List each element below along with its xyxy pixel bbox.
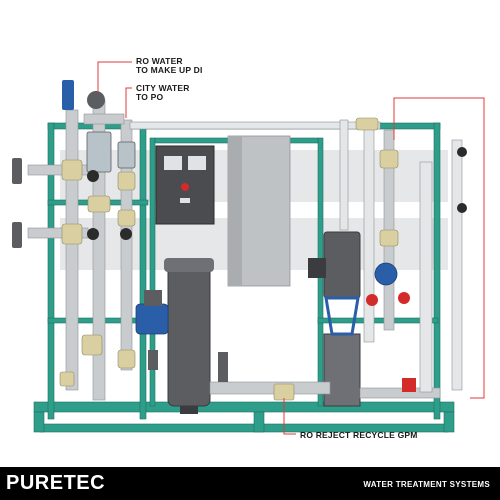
filter-cap — [164, 258, 214, 272]
hp-pump-motor — [323, 231, 361, 299]
gauge-dial-2 — [120, 228, 132, 240]
left-pipe-assembly — [12, 80, 136, 401]
fitting-6 — [81, 334, 103, 356]
frame-foot-left — [33, 411, 45, 433]
frame-post-3 — [149, 137, 156, 407]
hp-pump-bracket — [324, 296, 360, 336]
flow-meter-2 — [117, 141, 136, 169]
pipe-right-vertical-4 — [451, 139, 463, 391]
gauge-right-upper — [457, 147, 467, 157]
frame-left-post — [47, 122, 55, 420]
pipe-bottom-right — [359, 387, 441, 399]
control-panel — [155, 145, 215, 225]
pipe-bottom-main — [209, 381, 331, 395]
frame-foot-mid — [253, 411, 265, 433]
panel-display-left — [164, 156, 182, 170]
pipe-top-header — [129, 121, 381, 130]
gauge-dial-3 — [87, 228, 99, 240]
valve-left-upper — [12, 158, 22, 184]
valve-bottom-mid — [218, 352, 228, 382]
pipe-vertical-3 — [120, 119, 133, 371]
leader-right-top — [393, 97, 485, 399]
brand-logo-text: PURETEC — [6, 472, 106, 494]
gauge-right-lower — [457, 203, 467, 213]
frame-right-mid-rail — [317, 317, 439, 324]
callout-city-water-line2: TO PO — [136, 92, 164, 102]
cartridge-filter — [164, 258, 214, 414]
pipe-vertical-1 — [65, 109, 79, 391]
fitting-right-1 — [379, 149, 399, 169]
fitting-4 — [117, 209, 136, 227]
valve-red-right — [398, 292, 410, 304]
panel-indicator — [180, 198, 190, 203]
frame-post-2 — [139, 122, 147, 420]
valve-red-left — [366, 294, 378, 306]
hp-pump-coupling — [308, 258, 326, 278]
reject-flow-meter — [273, 383, 295, 401]
high-pressure-pump — [308, 231, 361, 407]
leader-reject — [283, 398, 296, 435]
pipe-right-vertical-3 — [419, 161, 433, 393]
valve-bottom-left — [148, 350, 158, 370]
frame-right-post — [433, 122, 441, 420]
fitting-3 — [117, 171, 136, 191]
pump-right-blue — [374, 262, 398, 286]
fitting-7 — [117, 349, 136, 369]
bottom-piping — [148, 350, 441, 401]
inlet-top-valve — [62, 80, 74, 110]
pump-left — [135, 290, 169, 335]
pipe-right-vertical-1 — [363, 121, 375, 343]
gauge-dial-1 — [87, 170, 99, 182]
pipe-right-vert-5 — [339, 119, 349, 231]
callout-ro-water-line2: TO MAKE UP DI — [136, 65, 203, 75]
frame-foot-right — [443, 411, 455, 433]
pump-head-left — [144, 290, 162, 306]
center-vessel-shade — [228, 136, 242, 286]
frame-base-rail — [33, 401, 455, 413]
callout-reject-recycle: RO REJECT RECYCLE GPM — [300, 430, 418, 440]
valve-bottom-right — [402, 378, 416, 392]
callout-ro-water-line1: RO WATER — [136, 56, 183, 66]
hp-pump-body — [323, 333, 361, 407]
valve-left-lower — [12, 222, 22, 248]
footer-bar: PURETEC WATER TREATMENT SYSTEMS — [0, 467, 500, 500]
fitting-5 — [87, 195, 111, 213]
panel-display-right — [188, 156, 206, 170]
flow-meter-1 — [86, 131, 112, 173]
inlet-top-tee — [83, 113, 125, 125]
fitting-1 — [61, 159, 83, 181]
inlet-top-gauge — [87, 91, 105, 109]
leader-ro-water — [97, 61, 132, 92]
filter-housing — [167, 263, 211, 407]
callout-city-water-line1: CITY WATER — [136, 83, 190, 93]
fitting-2 — [61, 223, 83, 245]
right-pipe-assembly — [129, 117, 467, 393]
panel-stop-button — [181, 183, 189, 191]
drain-fitting — [59, 371, 75, 387]
leader-city-water — [125, 87, 132, 118]
fitting-right-2 — [379, 229, 399, 247]
pump-motor-left — [135, 303, 169, 335]
filter-stand — [180, 406, 198, 414]
callout-leaders — [97, 61, 485, 435]
brand-tagline: WATER TREATMENT SYSTEMS — [363, 480, 490, 489]
sight-flow-indicator — [355, 117, 379, 131]
